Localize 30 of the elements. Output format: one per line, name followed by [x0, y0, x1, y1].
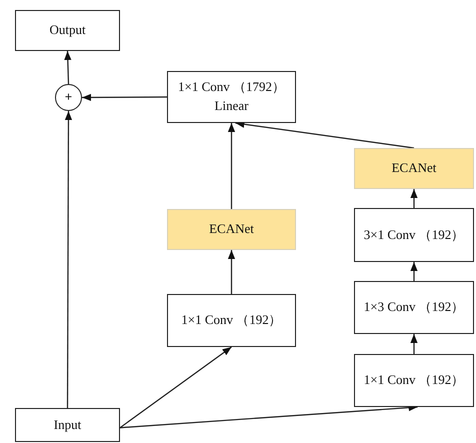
process-box: [354, 281, 474, 334]
attention-box: [354, 148, 474, 189]
process-box: [15, 408, 120, 442]
process-box: [167, 71, 296, 123]
box-label: 1×1 Conv （192）: [364, 371, 464, 390]
process-box: [15, 10, 120, 51]
box-label: 1×1 Conv （192）: [181, 311, 282, 330]
sum-circle: [55, 84, 82, 111]
arrow: [120, 346, 232, 428]
arrow: [64, 50, 72, 84]
box-label: 1×3 Conv （192）: [364, 298, 464, 316]
box-label: 3×1 Conv （192）: [364, 226, 464, 244]
arrow: [228, 250, 236, 294]
box-label: 1×1 Conv （1792） Linear: [176, 78, 286, 115]
arrow: [82, 94, 167, 102]
arrow: [410, 189, 418, 208]
arrow: [235, 120, 414, 149]
box-label: Output: [49, 21, 86, 40]
attention-box: [167, 209, 296, 250]
process-box: [354, 354, 474, 407]
arrow: [410, 262, 418, 281]
box-label: ECANet: [209, 220, 254, 238]
plus-sign: +: [64, 88, 72, 106]
box-label: Input: [54, 416, 82, 434]
arrow: [410, 334, 418, 354]
box-label: ECANet: [392, 159, 436, 178]
arrow: [228, 123, 236, 209]
process-box: [354, 208, 474, 262]
arrow: [64, 111, 72, 408]
process-box: [167, 294, 296, 347]
